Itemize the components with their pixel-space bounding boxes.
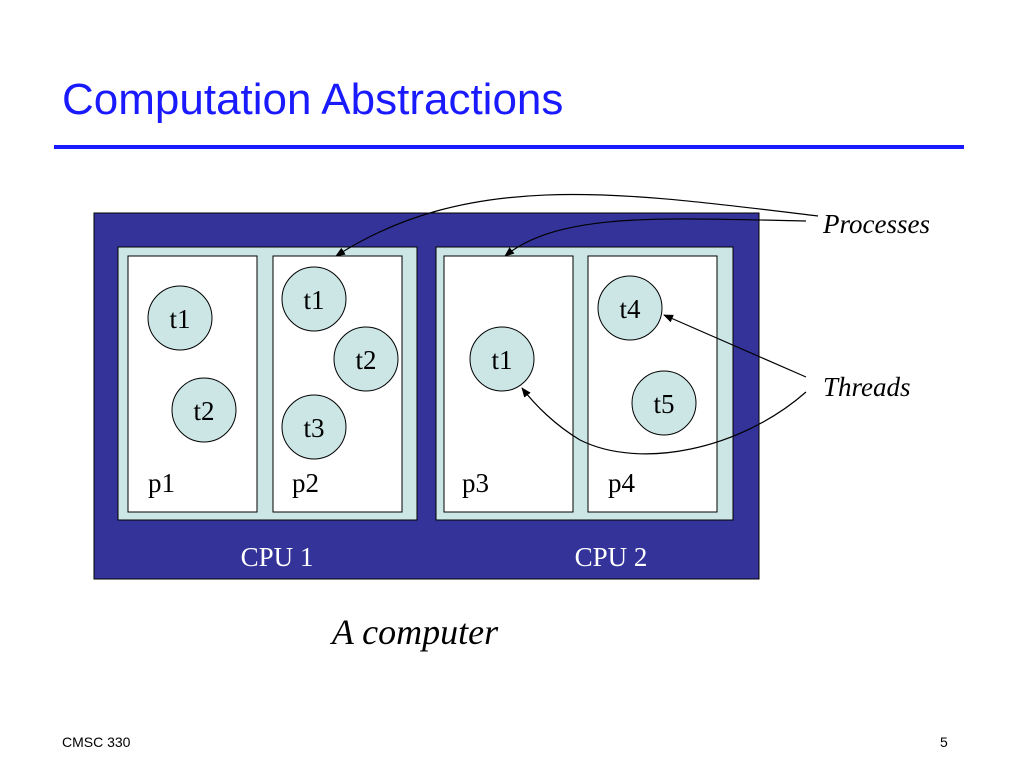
thread-p2-t3-label: t3 (303, 413, 324, 443)
processes-arrow-to-p3 (504, 218, 807, 257)
thread-p2-t3 (281, 394, 347, 460)
thread-p4-t5-label: t5 (653, 389, 674, 419)
footer-page-number: 5 (940, 734, 948, 750)
slide-title: Computation Abstractions (62, 75, 564, 124)
process-p3-label: p3 (462, 468, 489, 498)
process-p4-label: p4 (608, 468, 636, 498)
thread-p1-t1-label: t1 (169, 304, 190, 334)
cpu-2-label: CPU 2 (575, 542, 648, 572)
title-underline (54, 145, 964, 149)
cpu-1-label: CPU 1 (241, 542, 314, 572)
threads-callout-label: Threads (823, 372, 911, 402)
diagram-caption: A computer (330, 612, 499, 652)
thread-p4-t4-label: t4 (619, 294, 641, 324)
thread-p3-t1-label: t1 (491, 345, 512, 375)
thread-p3-t1 (469, 326, 535, 392)
thread-p4-t5 (631, 370, 697, 436)
thread-p1-t2 (171, 377, 237, 443)
process-p1-label: p1 (148, 468, 175, 498)
thread-p1-t1 (147, 285, 213, 351)
thread-p2-t2-label: t2 (355, 345, 376, 375)
thread-p2-t2 (333, 326, 399, 392)
thread-p1-t2-label: t2 (193, 396, 214, 426)
process-p2-label: p2 (292, 468, 319, 498)
thread-p4-t4 (597, 275, 663, 341)
processes-arrow-to-p2 (335, 193, 819, 257)
footer-course-label: CMSC 330 (62, 734, 131, 750)
thread-p2-t1 (281, 266, 347, 332)
processes-callout-label: Processes (822, 209, 930, 239)
threads-arrow-to-p3-t1 (521, 387, 807, 455)
thread-p2-t1-label: t1 (303, 285, 324, 315)
threads-arrow-to-t4 (663, 314, 807, 378)
